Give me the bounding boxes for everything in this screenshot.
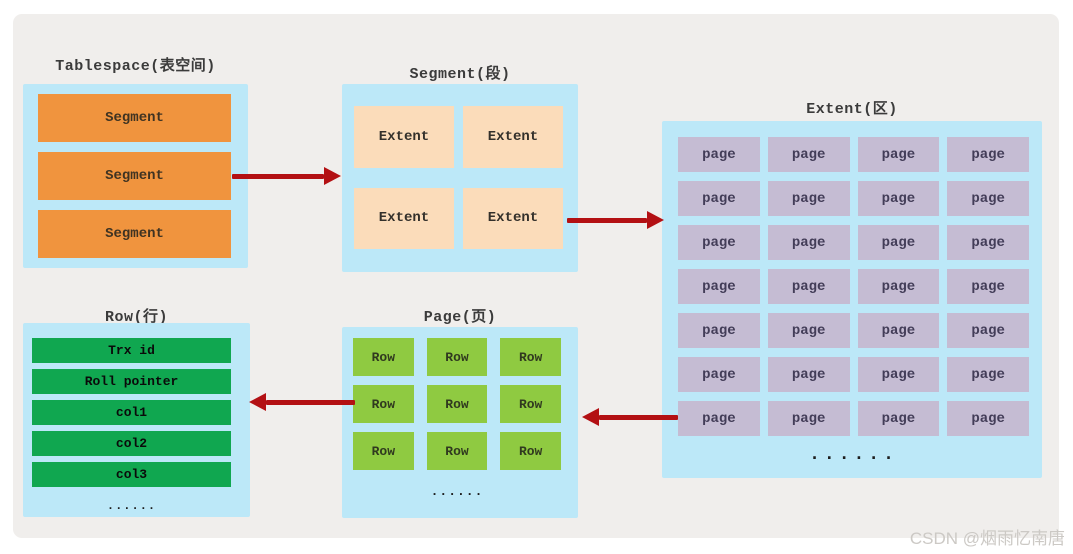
extent-cell: Extent <box>354 187 454 249</box>
page-cell: page <box>767 181 850 216</box>
row-cell: Row <box>500 338 561 376</box>
page-cell: page <box>678 313 760 348</box>
row-cell: Row <box>500 385 561 423</box>
page-cell: page <box>767 401 850 436</box>
arrow-segment-to-extent-line <box>567 218 647 223</box>
row-box: Trx id Roll pointer col1 col2 col3 ...... <box>23 323 250 517</box>
row-cell: Row <box>353 385 414 423</box>
arrow-page-to-row-line <box>266 400 355 405</box>
page-cell: page <box>947 401 1029 436</box>
row-cell: Row <box>426 338 488 376</box>
row-cell: Row <box>353 432 414 470</box>
page-cell: page <box>947 137 1029 172</box>
row-cell: Row <box>353 338 414 376</box>
page-cell: page <box>947 225 1029 260</box>
row-field-bar: Roll pointer <box>32 369 231 394</box>
page-cell: page <box>857 269 940 304</box>
row-cell: Row <box>426 432 488 470</box>
field-list: Trx id Roll pointer col1 col2 col3 <box>32 338 231 487</box>
page-cell: page <box>678 181 760 216</box>
extent-cell: Extent <box>463 187 563 249</box>
page-cell: page <box>947 313 1029 348</box>
page-cell: page <box>857 137 940 172</box>
arrow-tablespace-to-segment-line <box>232 174 324 179</box>
arrow-right-icon <box>324 167 341 185</box>
row-field-bar: Trx id <box>32 338 231 363</box>
page-cell: page <box>857 357 940 392</box>
tablespace-title: Tablespace(表空间) <box>55 58 216 75</box>
page-cell: page <box>767 357 850 392</box>
extent-ellipsis: ...... <box>809 445 898 465</box>
page-cell: page <box>857 181 940 216</box>
page-cell: page <box>767 225 850 260</box>
segment-cell: Segment <box>38 94 231 142</box>
page-cell: page <box>947 181 1029 216</box>
extent-cell: Extent <box>354 106 454 168</box>
page-cell: page <box>857 401 940 436</box>
page-cell: page <box>678 137 760 172</box>
page-cell: page <box>947 269 1029 304</box>
row-cell: Row <box>500 432 561 470</box>
row-field-bar: col3 <box>32 462 231 487</box>
page-cell: page <box>678 401 760 436</box>
page-title: Page(页) <box>423 309 497 326</box>
page-cell: page <box>767 269 850 304</box>
segment-title: Segment(段) <box>409 66 511 83</box>
arrow-left-icon <box>249 393 266 411</box>
page-cell: page <box>678 357 760 392</box>
page-ellipsis: ...... <box>430 484 484 499</box>
page-cell: page <box>857 225 940 260</box>
segment-cell: Segment <box>38 210 231 258</box>
page-cell: page <box>767 137 850 172</box>
page-cell: page <box>767 313 850 348</box>
extent-cell: Extent <box>463 106 563 168</box>
row-cell: Row <box>426 385 488 423</box>
row-field-bar: col2 <box>32 431 231 456</box>
row-ellipsis: ...... <box>106 499 157 513</box>
extent-title: Extent(区) <box>806 101 898 118</box>
row-field-bar: col1 <box>32 400 231 425</box>
page-cell: page <box>678 269 760 304</box>
row-title: Row(行) <box>104 309 168 326</box>
segment-cell: Segment <box>38 152 231 200</box>
watermark: CSDN @烟雨忆南唐 <box>909 529 1065 548</box>
page-cell: page <box>678 225 760 260</box>
arrow-extent-to-page-line <box>599 415 678 420</box>
page-cell: page <box>857 313 940 348</box>
page-cell: page <box>947 357 1029 392</box>
arrow-left-icon <box>582 408 599 426</box>
arrow-right-icon <box>647 211 664 229</box>
